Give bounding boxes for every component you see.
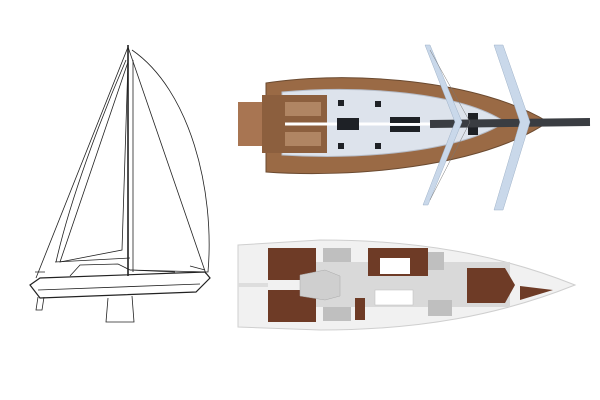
head-fwd-2 <box>428 300 452 316</box>
swim-platform <box>238 102 262 146</box>
companionway <box>299 269 341 301</box>
spreader-upper <box>493 44 531 211</box>
cabin <box>69 263 176 277</box>
head-aft-1 <box>323 248 351 262</box>
deck-plan-view <box>238 44 591 211</box>
keel <box>105 295 135 323</box>
backstay <box>127 46 207 275</box>
jib-sail <box>55 59 127 263</box>
head-aft-2 <box>323 307 351 321</box>
interior-layout-view <box>237 239 577 331</box>
side-profile-view <box>29 45 211 323</box>
forestay <box>35 46 129 279</box>
spreader-lower <box>422 44 463 206</box>
saloon-table <box>374 289 414 306</box>
rudder <box>35 296 45 311</box>
hull <box>29 271 211 299</box>
spinnaker-sail <box>129 49 210 273</box>
hatches <box>337 100 478 149</box>
head-fwd-1 <box>428 252 444 270</box>
boom-top <box>429 118 591 128</box>
galley <box>380 258 410 274</box>
boom <box>54 257 131 263</box>
mainsail <box>59 61 129 263</box>
